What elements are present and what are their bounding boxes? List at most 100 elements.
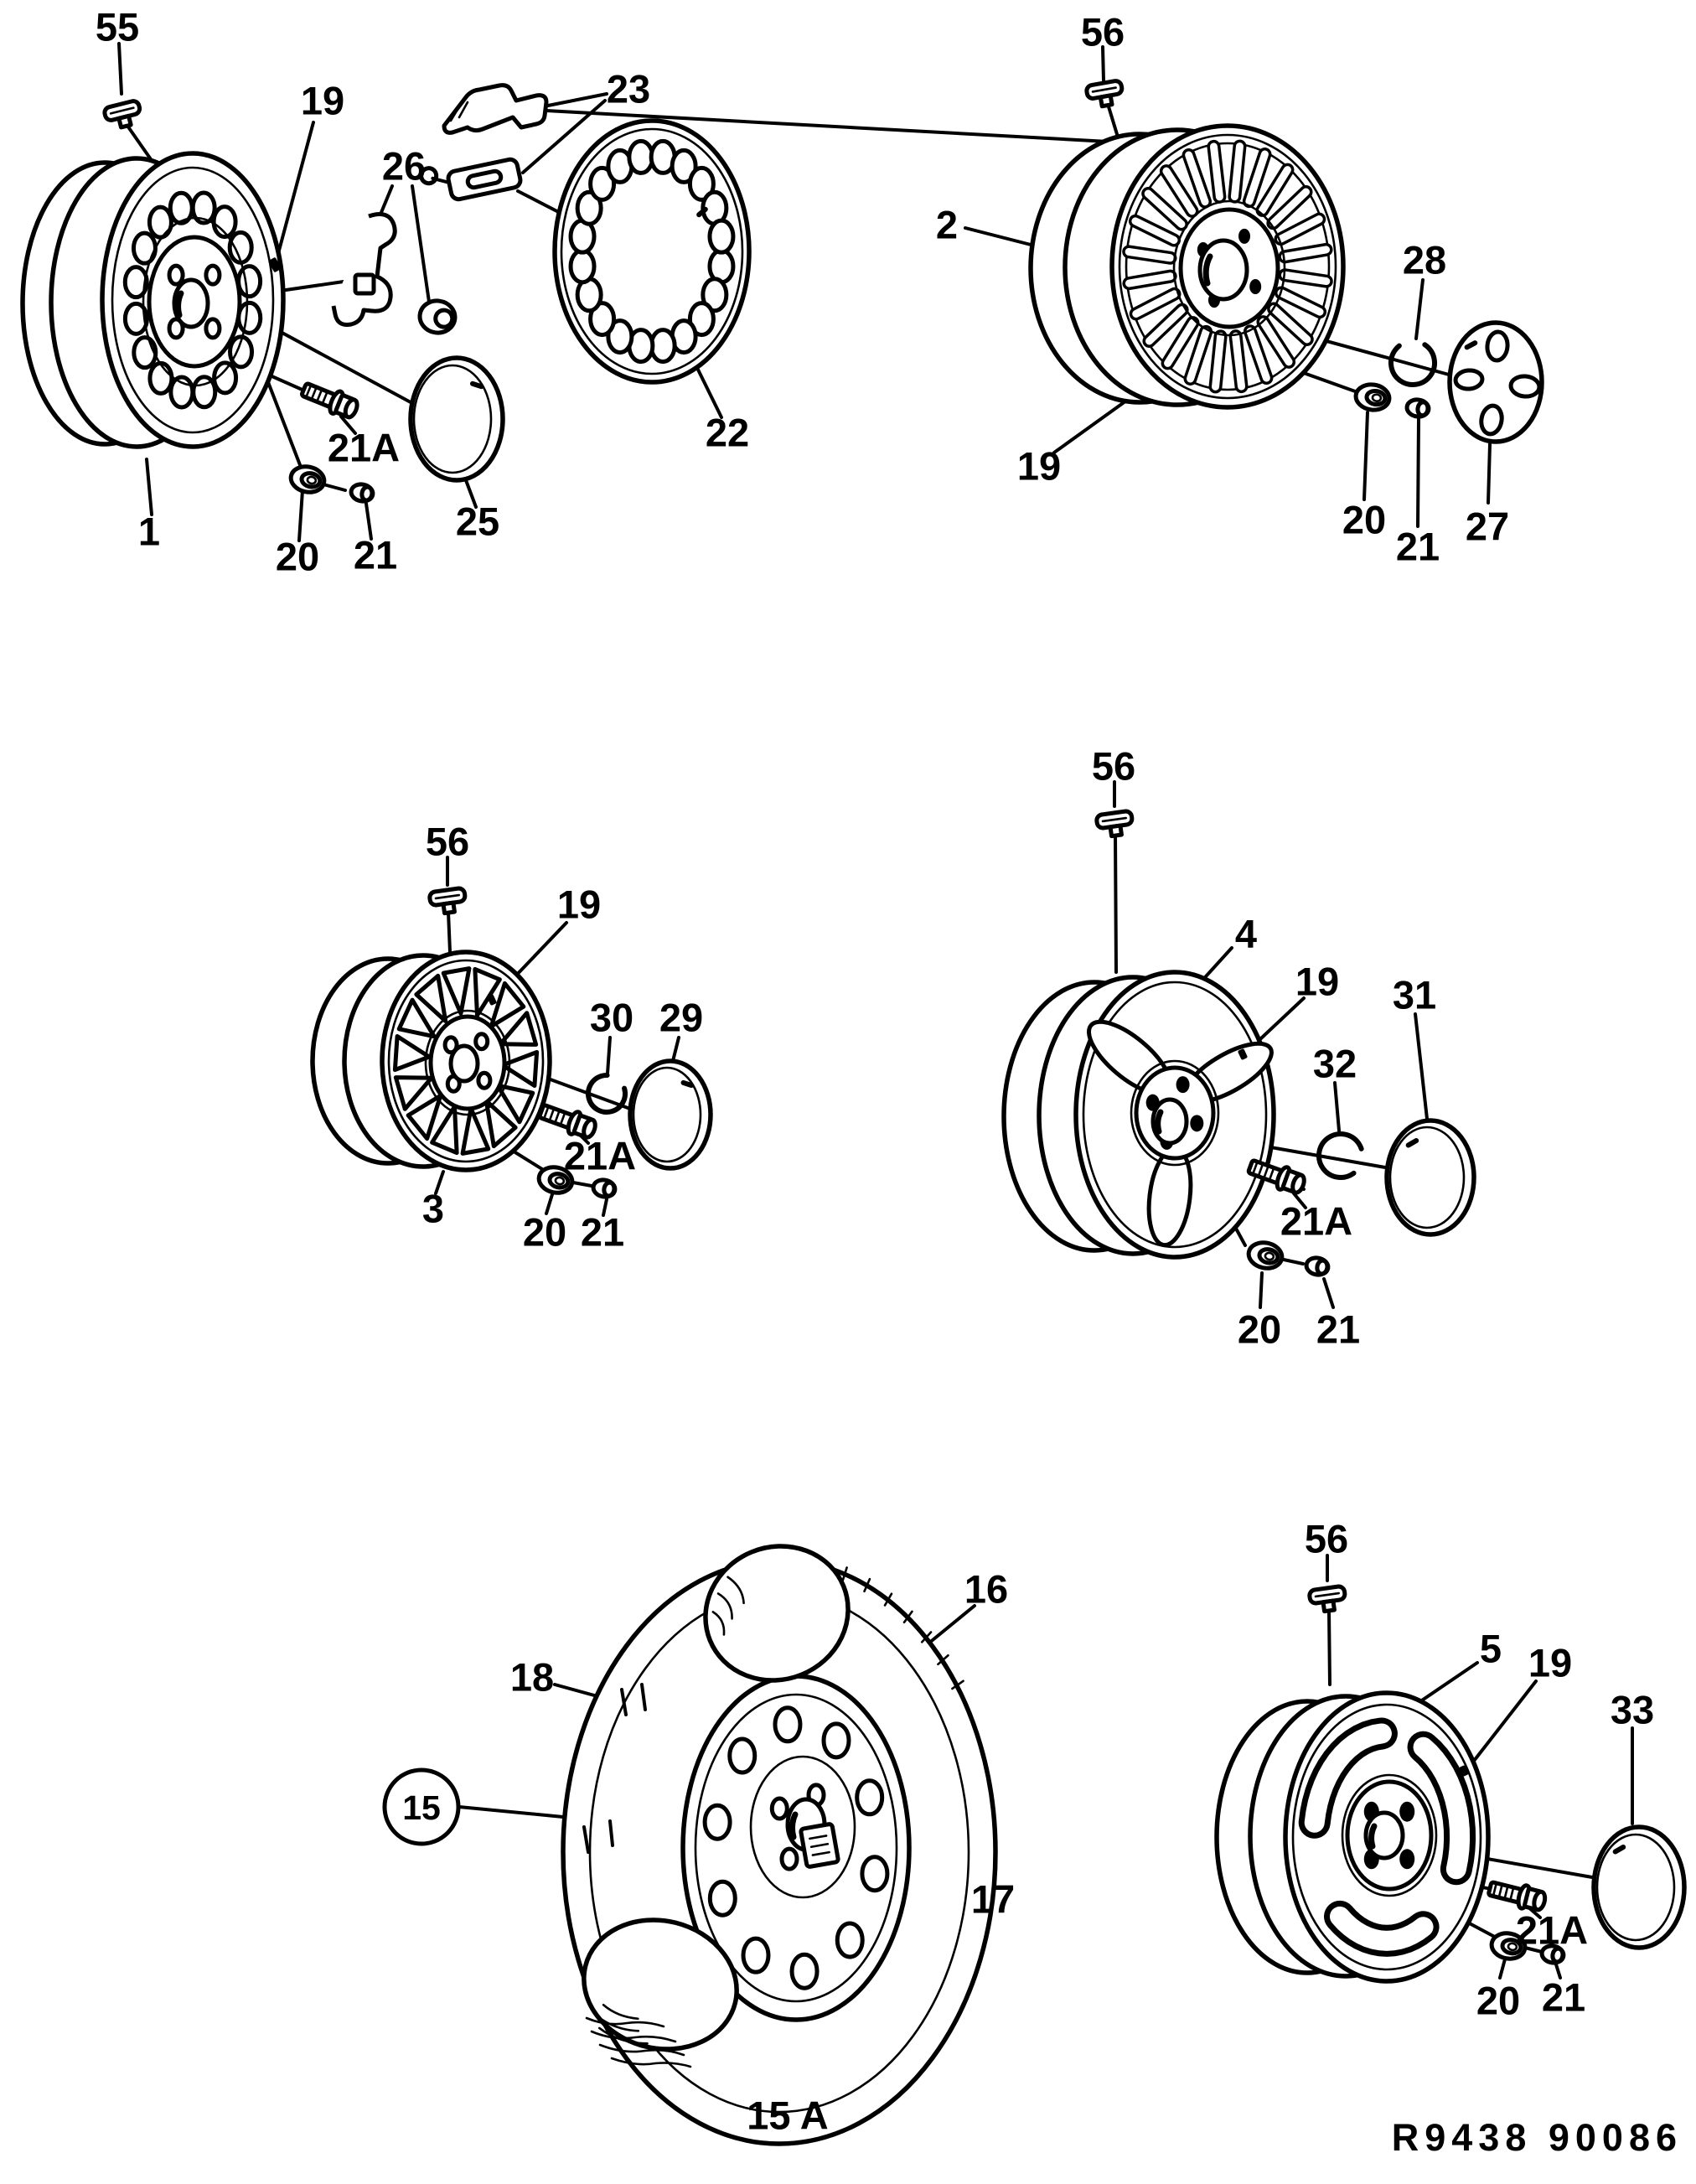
hub-cap: [628, 1058, 713, 1171]
bolt-holes: [167, 263, 222, 340]
callout-18: 18: [510, 1655, 554, 1700]
hub-cap: [1384, 1118, 1476, 1237]
callout-16: 16: [964, 1567, 1008, 1612]
info-label-sticker: [799, 1822, 840, 1869]
callout-15A: 15 A: [747, 2093, 829, 2138]
valve-icon: [1084, 79, 1125, 109]
callout-23: 23: [607, 67, 650, 111]
tire-fold-top: [703, 1544, 851, 1683]
balance-weight-icon: [417, 298, 458, 335]
figure-ref: R9438 90086: [1392, 2116, 1683, 2159]
cap-nut-icon: [1304, 1255, 1331, 1277]
spoke-slots: [1298, 1717, 1476, 1957]
fold-hatching: [585, 2016, 692, 2068]
callout-3: 3: [422, 1187, 444, 1231]
stud-bolt-icon: [537, 1103, 597, 1140]
wheel-trim: [552, 118, 752, 385]
callout-17: 17: [971, 1877, 1015, 1922]
callout-29: 29: [659, 996, 703, 1040]
callout-5: 5: [1480, 1627, 1502, 1671]
balance-weight-bracket-icon: [442, 83, 549, 135]
lug-nut-icon: [288, 464, 327, 494]
circlip-icon: [1388, 339, 1437, 387]
group-steel-wheel: 55 19 26 23 22 25 21A 20 21 1: [20, 5, 1233, 579]
stud-bolt-icon: [300, 381, 359, 420]
teardrop-holes: [392, 966, 540, 1156]
callout-19: 19: [1295, 960, 1339, 1004]
hub-cap: [408, 355, 505, 483]
callout-19: 19: [301, 79, 344, 123]
callout-31: 31: [1393, 973, 1436, 1017]
callout-21A: 21A: [1280, 1199, 1352, 1244]
callout-56: 56: [1305, 1517, 1348, 1561]
circled-callout-15: 15: [382, 1767, 461, 1846]
callout-21: 21: [1396, 525, 1440, 569]
stud-bolt-icon: [1487, 1880, 1548, 1912]
callout-21: 21: [581, 1210, 624, 1255]
callout-20: 20: [1476, 1979, 1520, 2023]
alloy-wheel: [310, 950, 552, 1172]
alloy-wheel: [1001, 970, 1276, 1260]
rim-rivet: [1238, 1048, 1248, 1060]
callout-28: 28: [1403, 238, 1446, 282]
callout-20: 20: [1342, 498, 1386, 542]
group-alloy-wheel-3spoke: 56 4 19 32 31 21A 20 21: [1001, 744, 1476, 1352]
rim-rivet: [1459, 1765, 1469, 1777]
cap-nut-icon: [1404, 397, 1431, 419]
rim-rivet: [487, 994, 497, 1006]
callout-19: 19: [557, 882, 601, 927]
callout-1: 1: [138, 510, 160, 554]
callout-21: 21: [1542, 1975, 1585, 2020]
callout-21: 21: [354, 533, 397, 577]
callout-15: 15: [402, 1788, 441, 1827]
sidewall-marks: [582, 1683, 647, 1854]
callout-55: 55: [96, 5, 139, 49]
callout-21: 21: [1316, 1307, 1360, 1352]
group-alloy-wheel-teardrop: 56 19 30 29 21A 20 21 3: [310, 820, 713, 1255]
callout-32: 32: [1313, 1042, 1357, 1086]
hub-cap: [1591, 1824, 1687, 1950]
balance-weight-clip-icon: [419, 157, 523, 202]
callout-21A: 21A: [564, 1134, 636, 1178]
lug-nut-icon: [1353, 382, 1392, 412]
callout-27: 27: [1466, 505, 1509, 549]
rim-holes: [702, 1705, 890, 1990]
alloy-wheel: [1214, 1690, 1491, 1984]
group-spare-wheel: 15 18 16 17 15 A: [382, 1544, 1015, 2146]
slotted-wheel: [1028, 123, 1346, 410]
cap-nut-icon: [591, 1177, 618, 1199]
cap-nut-icon: [1539, 1943, 1566, 1965]
callout-25: 25: [456, 499, 499, 544]
circlip-icon: [586, 1073, 628, 1115]
lug-nut-icon: [1489, 1931, 1528, 1961]
group-slotted-steel-wheel: 56 2 28 27 20 21 19: [936, 10, 1544, 569]
callout-20: 20: [1238, 1307, 1281, 1352]
callout-19: 19: [1017, 444, 1061, 489]
spare-rim: [680, 1674, 912, 2022]
lug-nut-icon: [536, 1165, 575, 1195]
vent-holes: [122, 190, 263, 410]
callout-4: 4: [1235, 912, 1257, 956]
valve-icon: [102, 99, 142, 130]
callout-20: 20: [276, 535, 319, 579]
rim-slots: [1122, 139, 1333, 394]
callout-56: 56: [426, 820, 469, 864]
steel-wheel: [20, 151, 286, 449]
valve-icon: [427, 886, 468, 916]
valve-icon: [1307, 1584, 1347, 1614]
callout-21A: 21A: [328, 426, 400, 470]
trim-holes: [568, 138, 736, 365]
cap-nut-icon: [349, 482, 375, 504]
rim-rivet: [268, 257, 282, 272]
center-cap: [1447, 320, 1544, 444]
valve-icon: [1094, 809, 1135, 839]
circlip-icon: [1316, 1131, 1365, 1180]
stud-bolt-icon: [1246, 1158, 1306, 1195]
callout-2: 2: [936, 203, 958, 247]
tire-fold-bottom: [582, 1917, 739, 2052]
lug-nut-icon: [1246, 1240, 1285, 1271]
callout-56: 56: [1092, 744, 1135, 789]
callout-20: 20: [523, 1210, 566, 1255]
